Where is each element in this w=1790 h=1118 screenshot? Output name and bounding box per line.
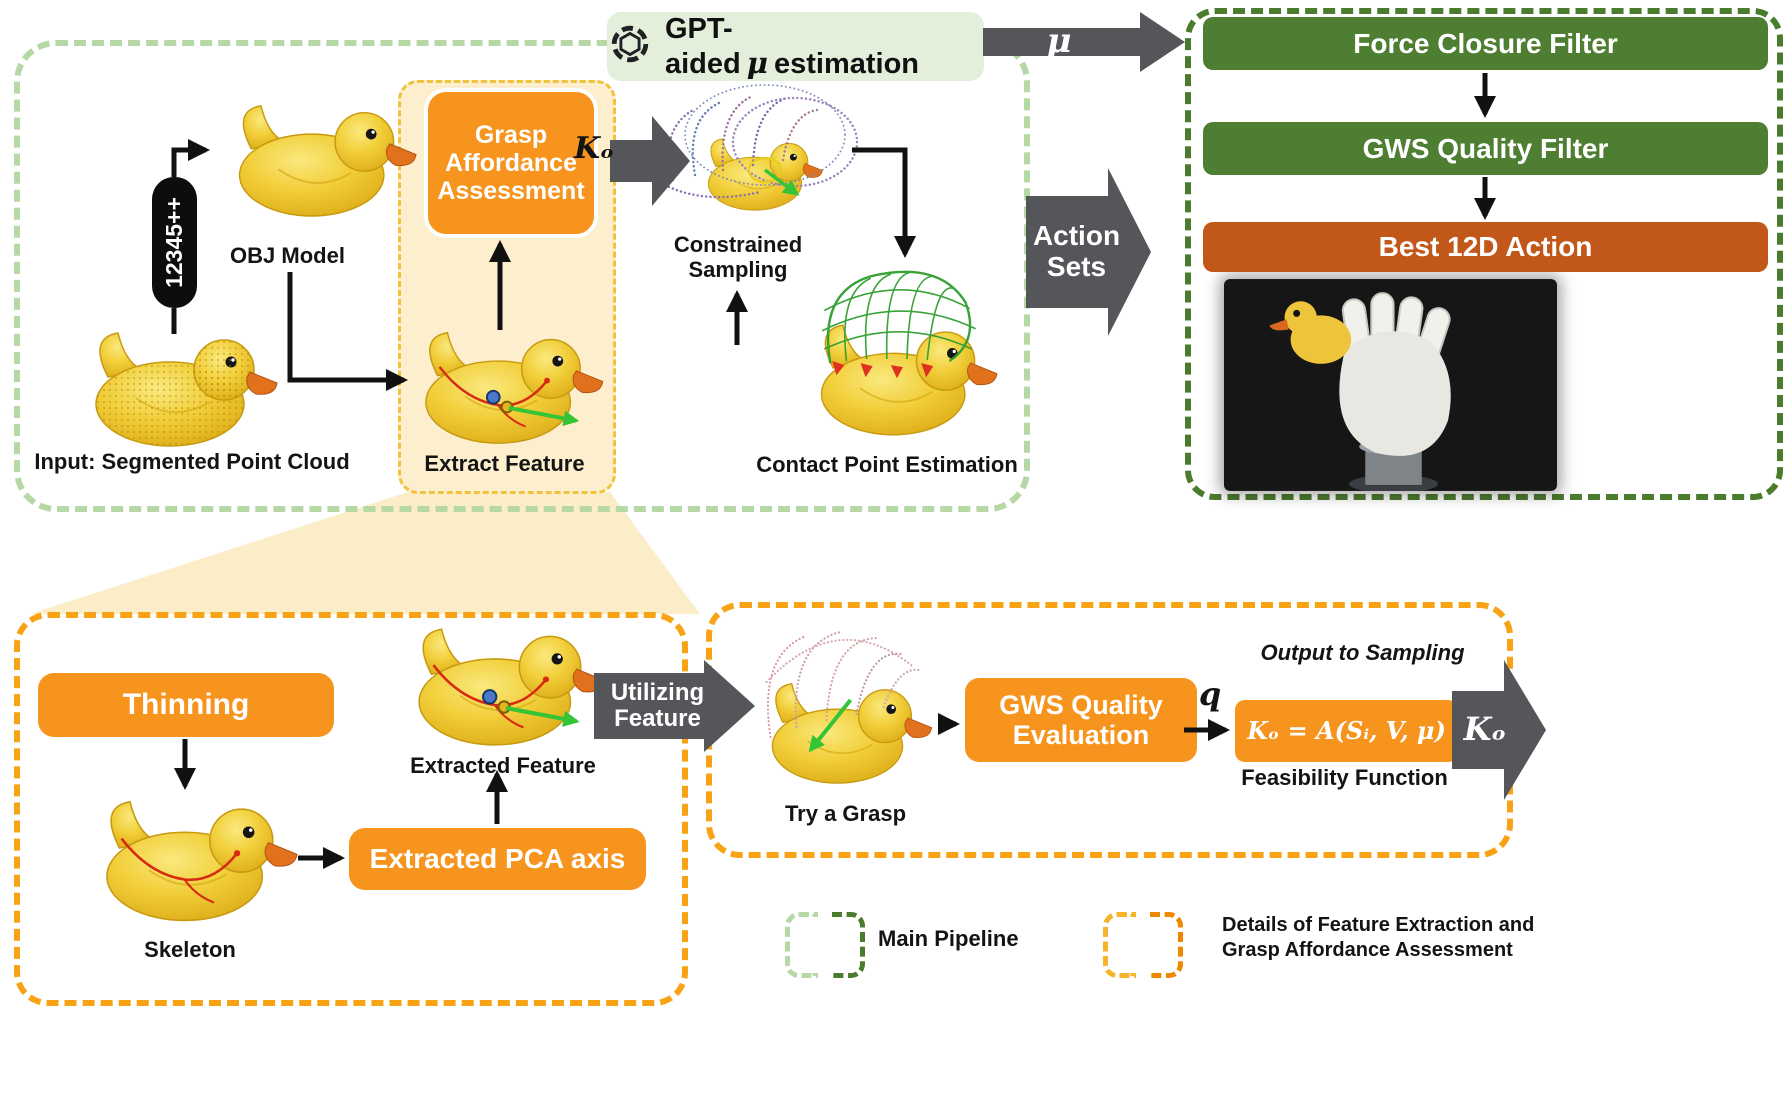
obj-model-caption: OBJ Model: [230, 243, 345, 268]
input-point-cloud-image: [78, 322, 278, 452]
legend-detail-label: Details of Feature Extraction and Grasp …: [1222, 914, 1535, 961]
extracted-pca-node: Extracted PCA axis: [349, 828, 646, 890]
feasibility-function-node: Kₒ = A(Sᵢ, V, μ): [1235, 700, 1458, 762]
mu-flow-arrow: μ: [983, 12, 1185, 72]
contact-point-caption: Contact Point Estimation: [756, 452, 1018, 477]
legend-detail-bracket-right-icon: [1150, 912, 1183, 978]
extract-feature-caption: Extract Feature: [424, 451, 585, 476]
ko-flow-arrow: [610, 116, 690, 206]
force-closure-filter-node: Force Closure Filter: [1203, 17, 1768, 70]
feature-extraction-detail-panel: [14, 612, 688, 1006]
action-filter-panel: [1185, 8, 1783, 500]
ko-symbol: Kₒ: [574, 131, 615, 166]
q-symbol: q: [1198, 675, 1222, 713]
gws-quality-evaluation-node: GWS Quality Evaluation: [965, 678, 1197, 762]
ko-output-arrow: Kₒ: [1452, 660, 1546, 800]
extracted-feature-image: [398, 618, 608, 751]
extract-feature-image: [408, 322, 604, 449]
feasibility-caption: Feasibility Function: [1241, 765, 1448, 790]
constrained-sampling-caption: Constrained Sampling: [673, 232, 803, 283]
model-id-pill: 12345++: [152, 177, 197, 308]
grasp-affordance-node: Grasp Affordance Assessment: [424, 88, 598, 238]
try-grasp-image: [748, 612, 944, 802]
legend-detail-bracket-left-icon: [1103, 912, 1136, 978]
extracted-feature-caption: Extracted Feature: [410, 753, 596, 778]
skeleton-caption: Skeleton: [144, 937, 236, 962]
duck-in-photo: [1269, 301, 1352, 364]
ko-output-label: Kₒ: [1463, 710, 1507, 749]
action-sets-arrow: Action Sets: [1026, 168, 1151, 336]
mu-flow-arrow-label: μ: [1046, 21, 1072, 62]
legend-main-bracket-right-icon: [832, 912, 865, 978]
contact-point-image: [798, 262, 1010, 449]
input-caption: Input: Segmented Point Cloud: [34, 449, 350, 474]
legend-main-label: Main Pipeline: [878, 926, 1019, 951]
legend-main-bracket-left-icon: [785, 912, 818, 978]
constrained-sampling-image: [645, 80, 890, 235]
utilizing-feature-arrow: Utilizing Feature: [594, 660, 755, 752]
openai-logo-icon: [607, 21, 653, 72]
skeleton-image: [88, 790, 299, 927]
action-sets-label: Action Sets: [1032, 220, 1121, 282]
utilizing-feature-label: Utilizing Feature: [610, 678, 705, 732]
thinning-node: Thinning: [38, 673, 334, 737]
robot-hand-grasp-photo: [1224, 279, 1557, 491]
best-12d-action-node: Best 12D Action: [1203, 222, 1768, 272]
try-grasp-caption: Try a Grasp: [784, 801, 907, 826]
gws-quality-filter-node: GWS Quality Filter: [1203, 122, 1768, 175]
output-to-sampling-note: Output to Sampling: [1260, 640, 1465, 665]
obj-model-image: [222, 95, 417, 222]
